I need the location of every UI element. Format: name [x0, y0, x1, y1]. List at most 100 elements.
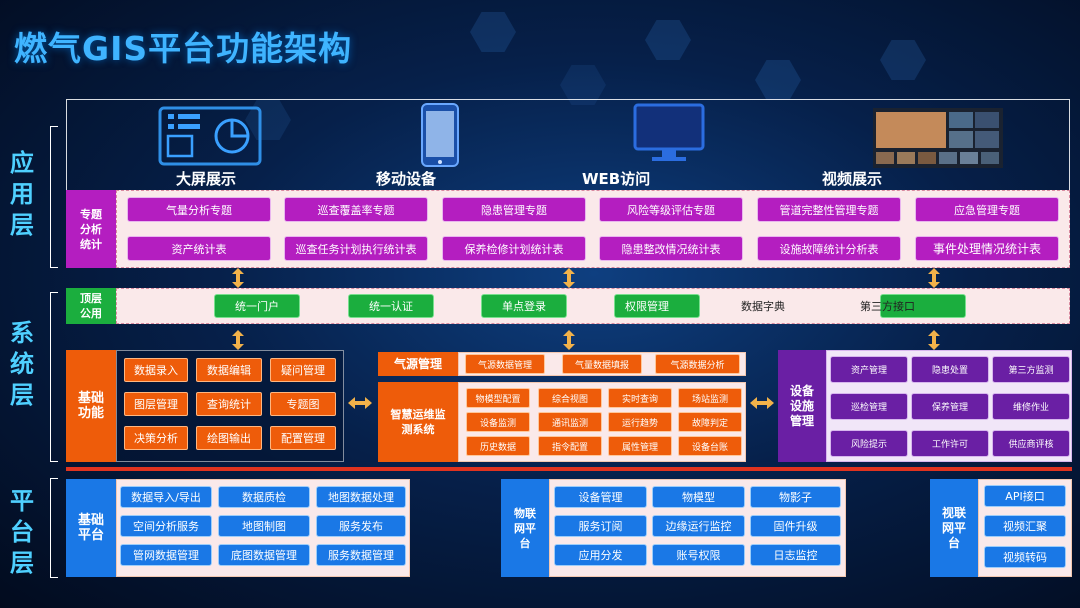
iot-item[interactable]: 服务订阅	[554, 515, 647, 537]
platform-item[interactable]: 底图数据管理	[218, 544, 310, 566]
basic-item[interactable]: 疑问管理	[270, 358, 336, 382]
iot-item[interactable]: 应用分发	[554, 544, 647, 566]
facility-item[interactable]: 工作许可	[911, 430, 989, 457]
common-item[interactable]: 权限管理	[614, 294, 700, 318]
smart-item[interactable]: 设备台账	[678, 436, 742, 456]
basic-item[interactable]: 配置管理	[270, 426, 336, 450]
smart-item[interactable]: 通讯监测	[538, 412, 602, 432]
smart-item[interactable]: 综合视图	[538, 388, 602, 408]
layer-char: 平	[10, 487, 34, 515]
video-item[interactable]: API接口	[984, 485, 1066, 507]
platform-item[interactable]: 数据导入/导出	[120, 486, 212, 508]
basic-item[interactable]: 专题图	[270, 392, 336, 416]
video-item[interactable]: 视频转码	[984, 546, 1066, 568]
label-line: 基础	[77, 513, 104, 528]
report-item[interactable]: 资产统计表	[127, 236, 271, 261]
iot-item[interactable]: 账号权限	[652, 544, 745, 566]
dashboard-icon	[158, 106, 262, 166]
basic-item[interactable]: 绘图输出	[196, 426, 262, 450]
report-item[interactable]: 保养检修计划统计表	[442, 236, 586, 261]
video-wall-icon	[873, 108, 1003, 168]
smart-item[interactable]: 运行趋势	[608, 412, 672, 432]
double-arrow-icon	[348, 394, 372, 413]
top-common-label: 顶层 公用	[66, 288, 116, 324]
report-item[interactable]: 事件处理情况统计表	[915, 236, 1059, 261]
label-line: 智慧运维监	[390, 408, 446, 421]
gas-item[interactable]: 气量数据填报	[562, 354, 642, 374]
iot-item[interactable]: 固件升级	[750, 515, 841, 537]
layer-char: 统	[10, 350, 34, 378]
common-item[interactable]: 单点登录	[481, 294, 567, 318]
platform-item[interactable]: 地图制图	[218, 515, 310, 537]
label-line: 平台	[77, 528, 104, 543]
smart-item[interactable]: 历史数据	[466, 436, 530, 456]
common-item[interactable]: 第三方接口	[860, 300, 915, 313]
iot-item[interactable]: 物影子	[750, 486, 841, 508]
facility-item[interactable]: 供应商评核	[992, 430, 1070, 457]
label-line: 统计	[80, 237, 102, 251]
layer-char: 层	[10, 381, 34, 409]
facility-item[interactable]: 保养管理	[911, 393, 989, 420]
platform-item[interactable]: 空间分析服务	[120, 515, 212, 537]
bg-hexagon	[645, 20, 691, 60]
smart-item[interactable]: 属性管理	[608, 436, 672, 456]
smart-item[interactable]: 物模型配置	[466, 388, 530, 408]
smart-item[interactable]: 设备监测	[466, 412, 530, 432]
topic-item[interactable]: 隐患管理专题	[442, 197, 586, 222]
topic-item[interactable]: 管道完整性管理专题	[757, 197, 901, 222]
basic-item[interactable]: 图层管理	[124, 392, 188, 416]
double-arrow-icon	[928, 268, 940, 292]
topic-item[interactable]: 巡查覆盖率专题	[284, 197, 428, 222]
layer-bracket	[50, 292, 58, 462]
iot-item[interactable]: 边缘运行监控	[652, 515, 745, 537]
platform-item[interactable]: 服务发布	[316, 515, 406, 537]
report-item[interactable]: 设施故障统计分析表	[757, 236, 901, 261]
smart-ops-label: 智慧运维监 测系统	[378, 382, 458, 462]
video-item[interactable]: 视频汇聚	[984, 515, 1066, 537]
label-line: 分析	[80, 222, 102, 236]
bg-hexagon	[755, 60, 801, 100]
iot-item[interactable]: 日志监控	[750, 544, 841, 566]
platform-item[interactable]: 管网数据管理	[120, 544, 212, 566]
topic-item[interactable]: 气量分析专题	[127, 197, 271, 222]
desktop-monitor-icon	[632, 102, 706, 164]
platform-item[interactable]: 数据质检	[218, 486, 310, 508]
basic-item[interactable]: 数据录入	[124, 358, 188, 382]
basic-item[interactable]: 决策分析	[124, 426, 188, 450]
iot-item[interactable]: 物模型	[652, 486, 745, 508]
smart-item[interactable]: 场站监测	[678, 388, 742, 408]
platform-item[interactable]: 服务数据管理	[316, 544, 406, 566]
facility-item[interactable]: 资产管理	[830, 356, 908, 383]
facility-item[interactable]: 第三方监测	[992, 356, 1070, 383]
smart-item[interactable]: 故障判定	[678, 412, 742, 432]
report-item[interactable]: 巡查任务计划执行统计表	[284, 236, 428, 261]
bg-hexagon	[880, 40, 926, 80]
platform-item[interactable]: 地图数据处理	[316, 486, 406, 508]
label-line: 专题	[80, 207, 102, 221]
common-item-frame[interactable]	[880, 294, 966, 318]
common-item[interactable]: 统一门户	[214, 294, 300, 318]
gas-item[interactable]: 气源数据分析	[655, 354, 740, 374]
double-arrow-icon	[750, 394, 774, 413]
gas-item[interactable]: 气源数据管理	[465, 354, 545, 374]
iot-item[interactable]: 设备管理	[554, 486, 647, 508]
basic-item[interactable]: 数据编辑	[196, 358, 262, 382]
facility-item[interactable]: 隐患处置	[911, 356, 989, 383]
label-line: 测系统	[401, 423, 435, 436]
facility-item[interactable]: 维修作业	[992, 393, 1070, 420]
common-item[interactable]: 数据字典	[741, 300, 785, 313]
facility-item[interactable]: 巡检管理	[830, 393, 908, 420]
layer-char: 层	[10, 211, 34, 239]
facility-item[interactable]: 风险提示	[830, 430, 908, 457]
common-item[interactable]: 统一认证	[348, 294, 434, 318]
smart-item[interactable]: 指令配置	[538, 436, 602, 456]
double-arrow-icon	[563, 330, 575, 354]
double-arrow-icon	[232, 268, 244, 292]
layer-char: 用	[10, 180, 34, 208]
smart-item[interactable]: 实时查询	[608, 388, 672, 408]
label-line: 顶层	[80, 292, 102, 305]
report-item[interactable]: 隐患整改情况统计表	[599, 236, 743, 261]
basic-item[interactable]: 查询统计	[196, 392, 262, 416]
topic-item[interactable]: 风险等级评估专题	[599, 197, 743, 222]
topic-item[interactable]: 应急管理专题	[915, 197, 1059, 222]
